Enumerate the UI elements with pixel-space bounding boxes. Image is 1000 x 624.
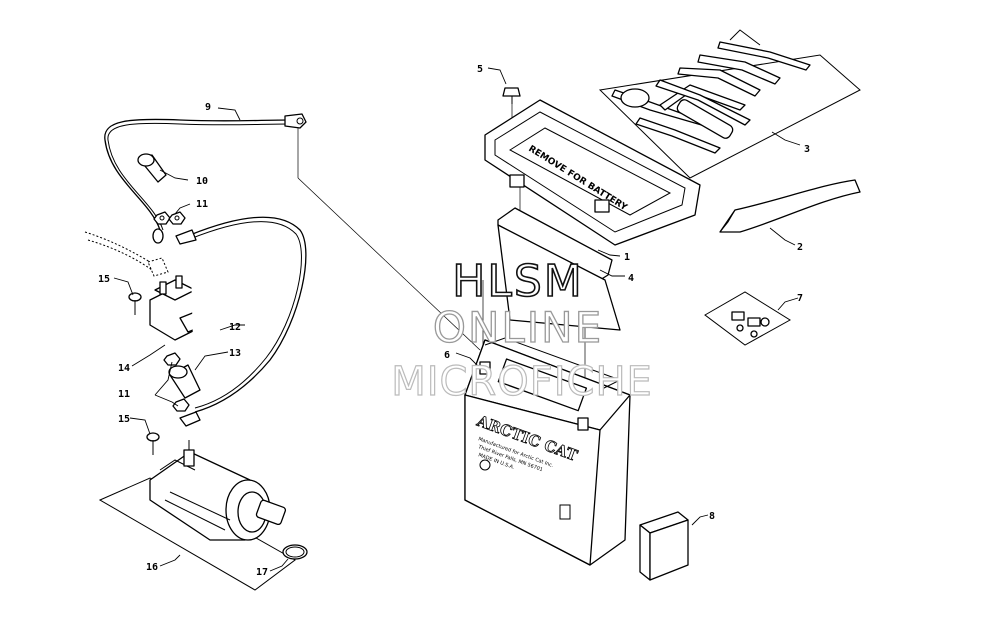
callout-11-top: 11 xyxy=(196,199,208,210)
callout-10: 10 xyxy=(196,176,208,187)
terminal-hardware-kit xyxy=(704,291,791,346)
callout-15-bottom: 15 xyxy=(118,414,130,425)
callout-3: 3 xyxy=(804,144,810,155)
tool-kit xyxy=(598,29,861,179)
screw-5 xyxy=(502,87,521,104)
starter-solenoid xyxy=(84,231,206,341)
battery-bracket xyxy=(497,207,621,331)
callout-leaders xyxy=(113,67,801,572)
callout-1: 1 xyxy=(624,252,630,263)
battery-strap xyxy=(719,179,861,233)
starter-motor xyxy=(98,440,308,591)
callout-11-bottom: 11 xyxy=(118,389,130,400)
callout-8: 8 xyxy=(709,511,715,522)
terminal-boot-10 xyxy=(137,153,167,183)
callout-2: 2 xyxy=(797,242,803,253)
battery: ARCTIC CAT Manufactured for Arctic Cat I… xyxy=(464,337,631,566)
callout-5: 5 xyxy=(477,64,483,75)
callout-4: 4 xyxy=(628,273,634,284)
callout-12: 12 xyxy=(229,322,241,333)
battery-cable xyxy=(104,113,307,244)
callout-7: 7 xyxy=(797,293,803,304)
watermark-line-3: MICROFICHE xyxy=(391,359,653,405)
callout-17: 17 xyxy=(256,567,268,578)
callout-16: 16 xyxy=(146,562,158,573)
terminal-boot-13 xyxy=(168,364,201,399)
starter-cable xyxy=(175,216,307,427)
screws-15 xyxy=(128,292,160,455)
watermark-line-1: HLSM xyxy=(452,256,584,307)
callout-13: 13 xyxy=(229,348,241,359)
watermark-line-2: ONLINE xyxy=(433,303,603,352)
callout-14: 14 xyxy=(118,363,130,374)
callouts: 9 10 11 15 12 13 14 11 15 16 17 5 6 1 4 … xyxy=(98,64,810,578)
callout-15-top: 15 xyxy=(98,274,110,285)
nuts-11 xyxy=(153,211,190,412)
watermark: HLSM ONLINE MICROFICHE xyxy=(391,255,653,405)
foam-pad xyxy=(639,511,689,581)
callout-9: 9 xyxy=(205,102,211,113)
callout-6: 6 xyxy=(444,350,450,361)
tool-tray: REMOVE FOR BATTERY xyxy=(484,99,701,246)
